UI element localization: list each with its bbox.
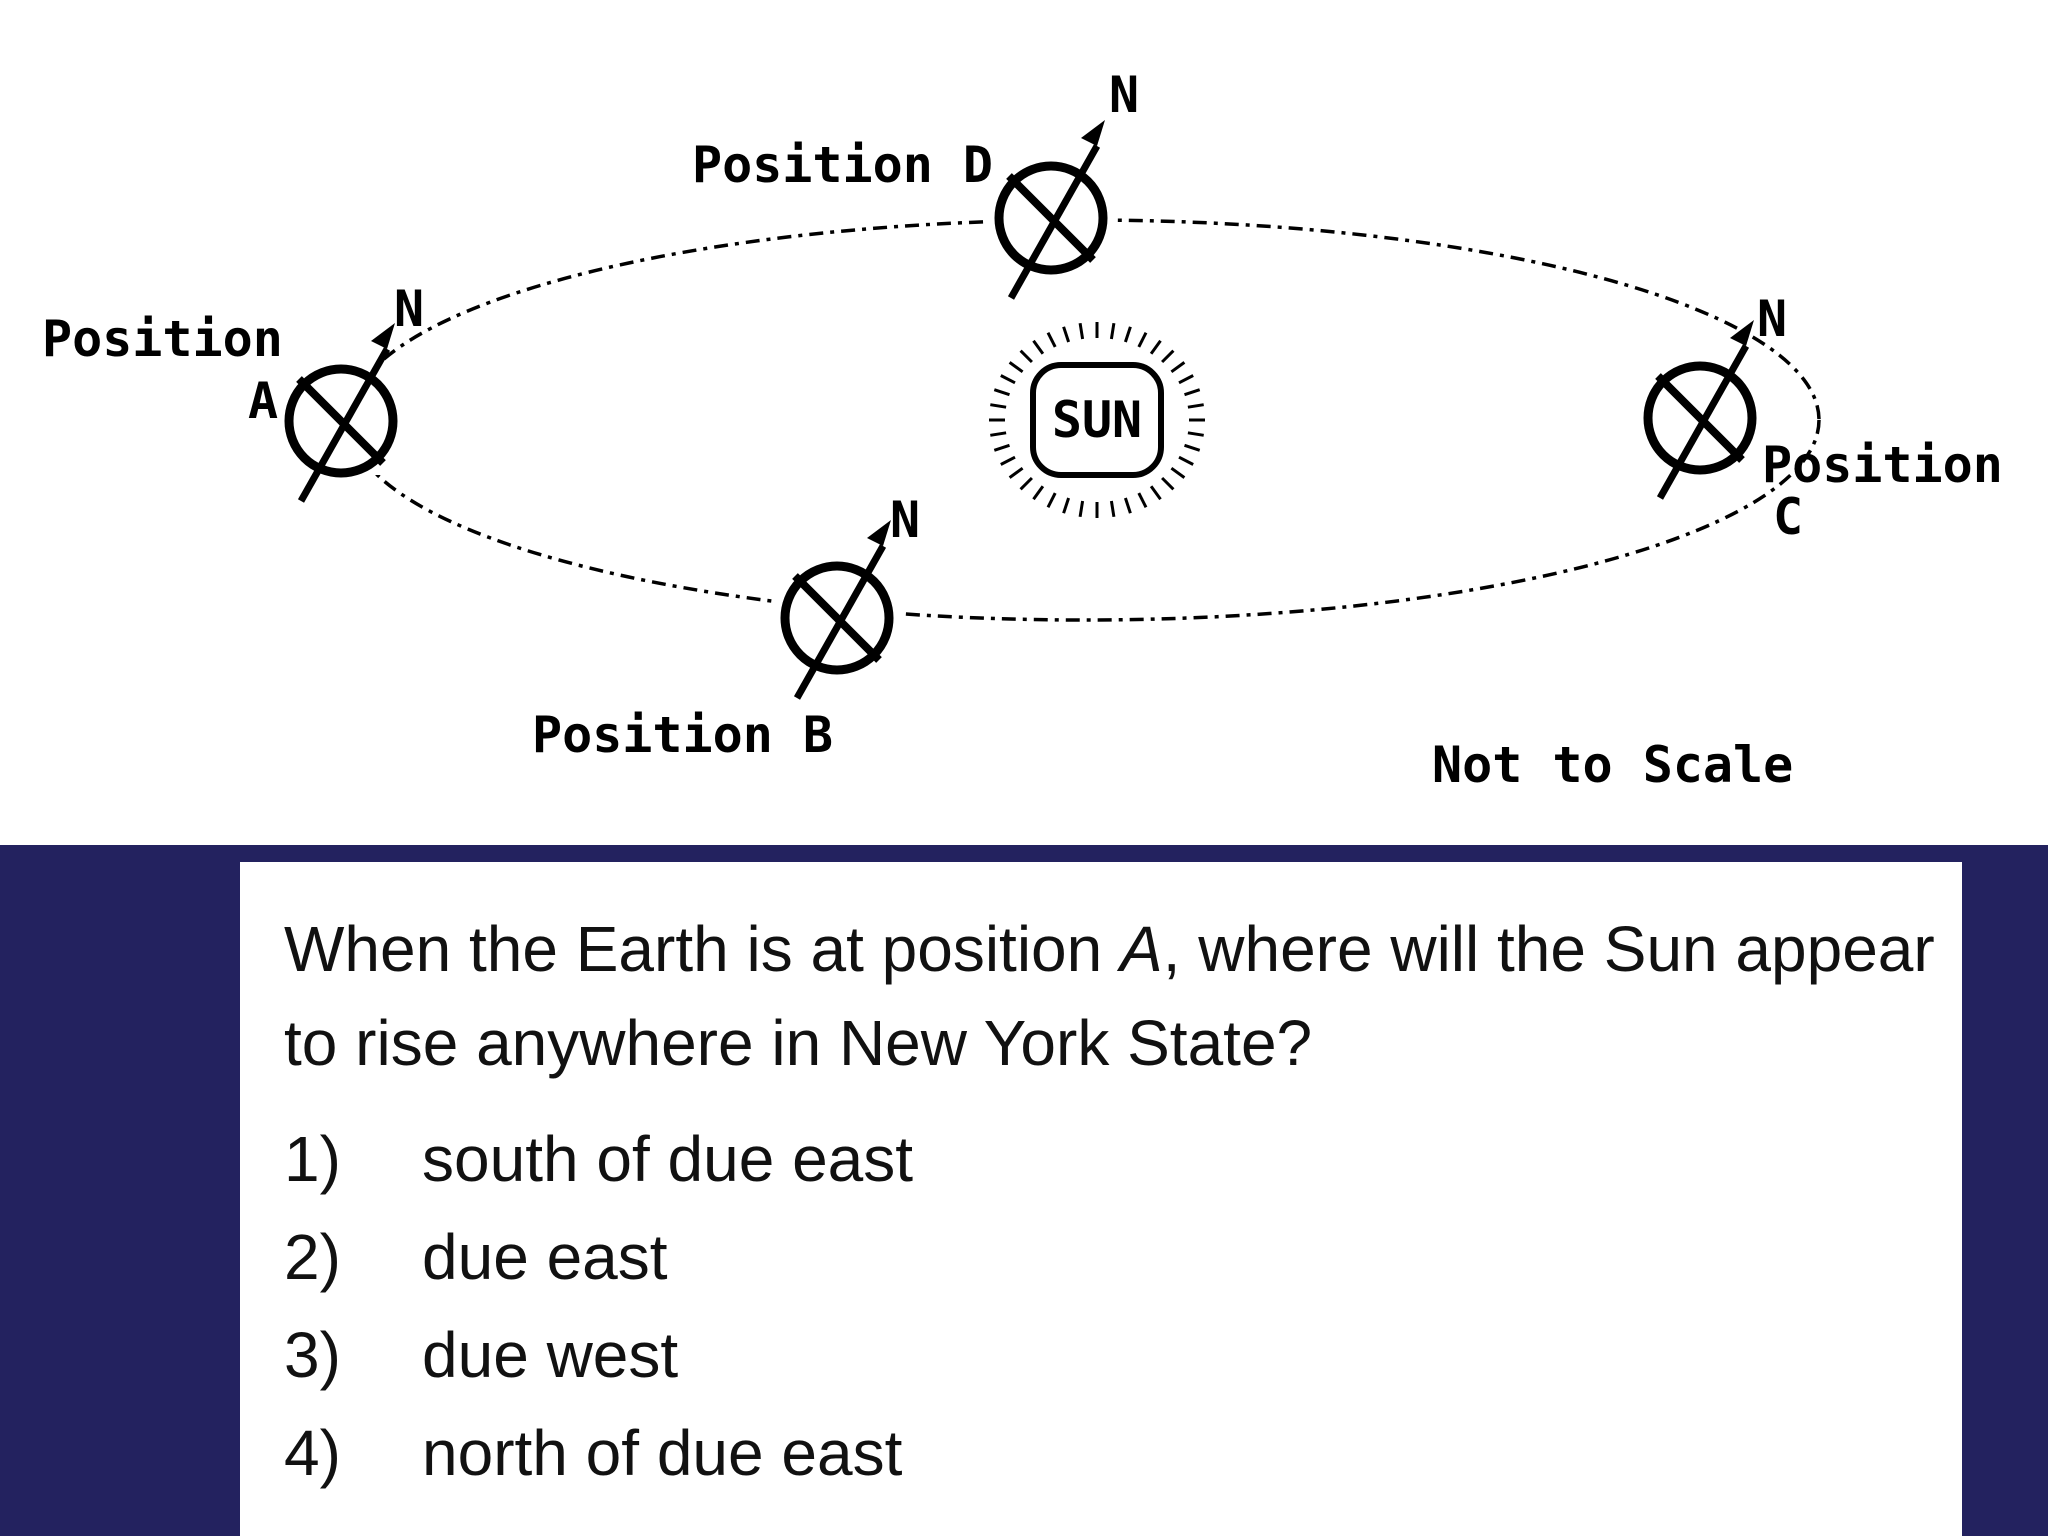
question-text-part1: When the Earth is at position bbox=[284, 913, 1120, 985]
sun-ray bbox=[1019, 476, 1033, 491]
answer-choice-3[interactable]: 3) due west bbox=[284, 1306, 1784, 1404]
choice-text: due east bbox=[422, 1221, 668, 1293]
choice-number: 2) bbox=[284, 1221, 341, 1293]
sun-ray bbox=[1161, 476, 1175, 491]
sun-ray bbox=[1000, 455, 1016, 466]
position-c-label-line1: Position bbox=[1762, 436, 2003, 494]
sun-ray bbox=[1046, 332, 1057, 348]
sun-ray bbox=[1170, 466, 1186, 479]
north-label-d: N bbox=[1109, 66, 1139, 124]
sun-ray bbox=[1161, 349, 1175, 364]
orbit-diagram: SUN N N N N Position D Position A Positi… bbox=[42, 66, 2003, 794]
sun-ray bbox=[1109, 322, 1116, 340]
position-a-label-line1: Position bbox=[42, 310, 283, 368]
choice-text: south of due east bbox=[422, 1123, 914, 1195]
position-b-label: Position B bbox=[532, 706, 833, 764]
position-a-label-line2: A bbox=[248, 372, 278, 430]
choice-text: north of due east bbox=[422, 1417, 903, 1489]
sun-ray bbox=[1178, 374, 1194, 385]
sun-ray bbox=[1078, 322, 1085, 340]
position-d-label: Position D bbox=[692, 136, 993, 194]
sun-ray bbox=[1062, 326, 1071, 343]
sun-ray bbox=[990, 403, 1007, 409]
sun-ray bbox=[993, 443, 1010, 452]
question-text-position-letter: A bbox=[1120, 913, 1163, 985]
choice-number: 4) bbox=[284, 1417, 341, 1489]
orbit-diagram-svg: SUN N N N N Position D Position A Positi… bbox=[42, 66, 2003, 794]
sun-ray bbox=[1184, 443, 1201, 452]
sun-ray bbox=[1109, 500, 1116, 518]
answer-choice-1[interactable]: 1) south of due east bbox=[284, 1110, 1784, 1208]
choice-text: due west bbox=[422, 1319, 679, 1391]
scale-note: Not to Scale bbox=[1432, 736, 1793, 794]
answer-choices: 1) south of due east 2) due east 3) due … bbox=[284, 1110, 1784, 1502]
sun-ray bbox=[1078, 500, 1085, 518]
sun-ray bbox=[1149, 485, 1162, 501]
sun-label: SUN bbox=[1052, 391, 1142, 449]
earth-position-d bbox=[989, 120, 1113, 300]
sun-ray bbox=[1178, 455, 1194, 466]
sun: SUN bbox=[989, 322, 1205, 518]
earth-position-b bbox=[775, 520, 899, 700]
earth-position-a bbox=[279, 323, 403, 503]
sun-ray bbox=[1032, 339, 1045, 355]
sun-rays bbox=[989, 322, 1205, 518]
choice-number: 1) bbox=[284, 1123, 341, 1195]
sun-ray bbox=[1019, 349, 1033, 364]
north-label-c: N bbox=[1757, 290, 1787, 348]
sun-ray bbox=[1137, 332, 1148, 348]
sun-ray bbox=[1184, 388, 1201, 397]
sun-ray bbox=[1000, 374, 1016, 385]
choice-number: 3) bbox=[284, 1319, 341, 1391]
north-label-a: N bbox=[394, 280, 424, 338]
sun-ray bbox=[1032, 485, 1045, 501]
sun-ray bbox=[1046, 492, 1057, 508]
sun-ray bbox=[1137, 492, 1148, 508]
sun-ray bbox=[1170, 361, 1186, 374]
sun-ray bbox=[1123, 497, 1132, 514]
sun-ray bbox=[1008, 361, 1024, 374]
sun-ray bbox=[1187, 431, 1204, 437]
answer-choice-4[interactable]: 4) north of due east bbox=[284, 1404, 1784, 1502]
question-card: When the Earth is at position A, where w… bbox=[240, 862, 1962, 1536]
sun-ray bbox=[1123, 326, 1132, 343]
sun-ray bbox=[993, 388, 1010, 397]
sun-ray bbox=[1062, 497, 1071, 514]
answer-choice-2[interactable]: 2) due east bbox=[284, 1208, 1784, 1306]
sun-ray bbox=[1187, 403, 1204, 409]
north-label-b: N bbox=[890, 491, 920, 549]
sun-ray bbox=[1149, 339, 1162, 355]
question-text: When the Earth is at position A, where w… bbox=[284, 902, 1944, 1090]
question-text-part2: , where will the Sun appear to rise anyw… bbox=[284, 913, 1935, 1079]
sun-ray bbox=[990, 431, 1007, 437]
earth-position-c bbox=[1638, 320, 1762, 500]
position-c-label-line2: C bbox=[1773, 488, 1803, 546]
sun-ray bbox=[1008, 466, 1024, 479]
